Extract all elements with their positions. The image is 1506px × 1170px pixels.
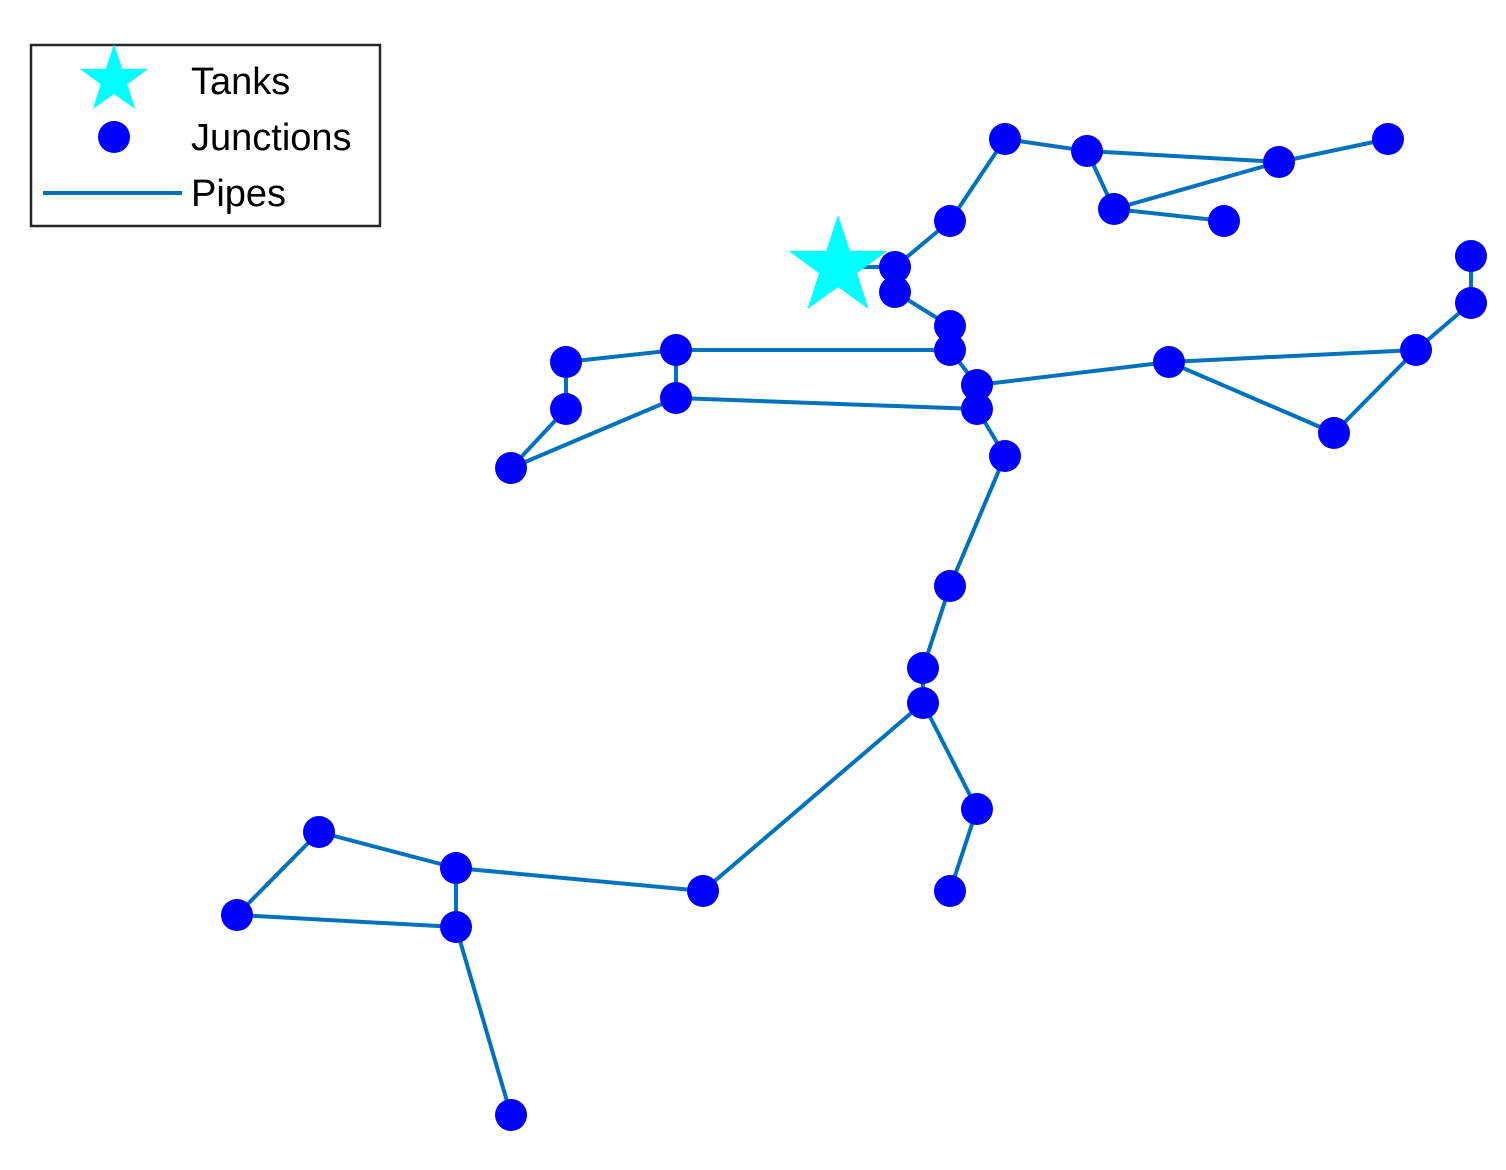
junction-node-J15 [660, 382, 692, 414]
pipe-J3-J4 [1278, 137, 1389, 164]
legend: Tanks Junctions Pipes [29, 43, 382, 228]
legend-circle-icon [98, 121, 130, 153]
junction-node-J11 [934, 334, 966, 366]
junction-node-J9 [879, 276, 911, 308]
junction-node-J31 [440, 852, 472, 884]
legend-star-icon [79, 44, 149, 110]
legend-label-tanks: Tanks [191, 61, 290, 103]
junction-node-J21 [1318, 417, 1350, 449]
pipe-J33-J34 [235, 830, 321, 917]
pipe-J19-J21 [1168, 360, 1335, 435]
junction-node-J26 [907, 652, 939, 684]
junction-node-J4 [1372, 123, 1404, 155]
pipe-J27-J28 [921, 702, 979, 810]
pipe-J31-J33 [318, 830, 457, 870]
pipe-J19-J20 [1168, 348, 1417, 364]
junction-node-J19 [1153, 346, 1185, 378]
pipe-J5-J6 [1113, 207, 1225, 223]
junction-node-J6 [1208, 205, 1240, 237]
junction-node-J12 [550, 346, 582, 378]
pipe-J21-J20 [1332, 348, 1418, 435]
pipe-J15-J16 [510, 396, 677, 470]
junction-node-J1 [989, 123, 1021, 155]
pipe-J30-J31 [455, 866, 704, 893]
junction-node-J24 [989, 440, 1021, 472]
junction-node-J25 [934, 570, 966, 602]
pipe-J13-J12 [565, 348, 677, 364]
junction-node-J10 [934, 310, 966, 342]
pipe-J17-J19 [976, 360, 1170, 387]
legend-label-pipes: Pipes [191, 173, 286, 215]
junction-node-J22 [1455, 240, 1487, 272]
junction-node-J14 [550, 393, 582, 425]
junction-node-J30 [687, 875, 719, 907]
junction-node-J18 [961, 393, 993, 425]
junction-node-J33 [303, 816, 335, 848]
junction-node-J2 [1071, 135, 1103, 167]
pipe-J34-J32 [236, 913, 457, 929]
tank-star-icon-T1 [788, 215, 888, 310]
pipe-J32-J35 [454, 926, 513, 1116]
junction-node-J28 [961, 793, 993, 825]
junction-node-J5 [1098, 193, 1130, 225]
pipe-J27-J30 [701, 701, 925, 893]
junction-node-J27 [907, 687, 939, 719]
junction-node-J20 [1400, 334, 1432, 366]
legend-label-junctions: Junctions [191, 117, 352, 159]
junction-node-J32 [440, 911, 472, 943]
junctions-layer [221, 123, 1487, 1131]
junction-node-J7 [934, 205, 966, 237]
tanks-layer [788, 215, 888, 310]
junction-node-J3 [1263, 146, 1295, 178]
pipe-J24-J25 [948, 455, 1007, 587]
junction-node-J23 [1455, 287, 1487, 319]
junction-node-J29 [934, 875, 966, 907]
pipe-J2-J3 [1086, 149, 1280, 164]
pipe-J15-J18 [675, 396, 978, 411]
junction-node-J8 [879, 251, 911, 283]
junction-node-J16 [495, 452, 527, 484]
pipes-layer [235, 137, 1473, 1116]
pipe-J5-J3 [1113, 160, 1280, 211]
junction-node-J34 [221, 899, 253, 931]
junction-node-J13 [660, 334, 692, 366]
junction-node-J17 [961, 369, 993, 401]
pipe-J7-J1 [948, 137, 1007, 223]
junction-node-J35 [495, 1099, 527, 1131]
